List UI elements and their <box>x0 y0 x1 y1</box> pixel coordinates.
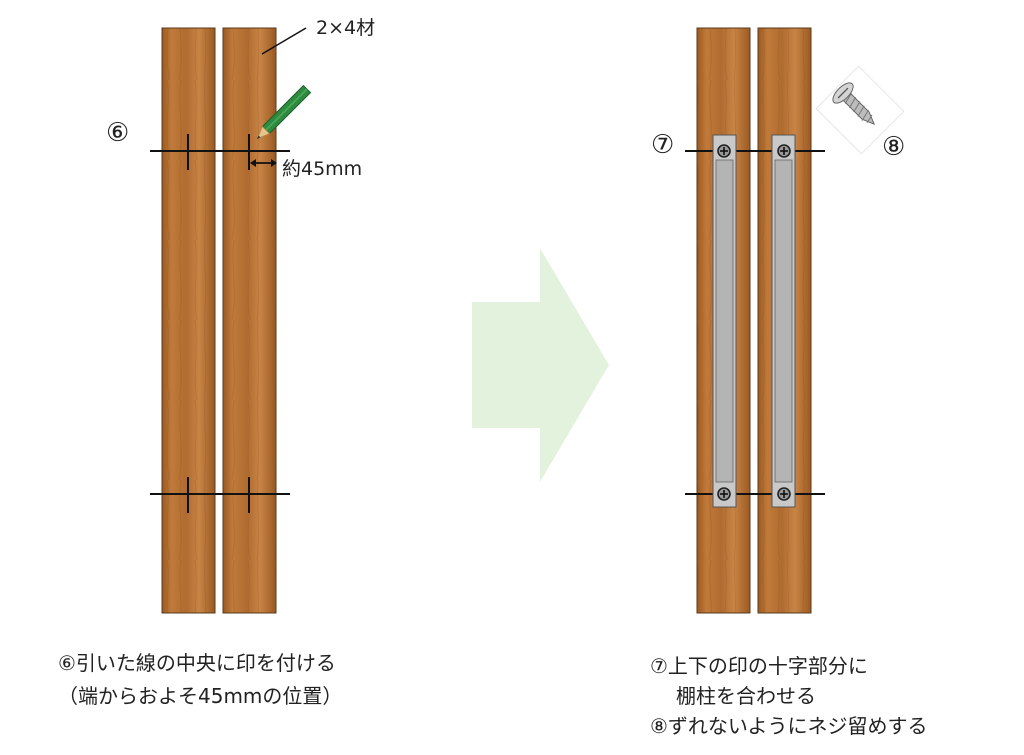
lumber-label: 2×4材 <box>316 17 376 39</box>
step6-caption-line1: ⑥引いた線の中央に印を付ける <box>58 651 336 675</box>
step7-number: ⑦ <box>651 130 675 160</box>
distance-arrow <box>250 159 277 167</box>
screw-heads <box>717 144 791 501</box>
lumber-leader-line <box>261 27 307 55</box>
step6-number: ⑥ <box>106 118 130 148</box>
shelf-rail-left <box>712 134 737 508</box>
step8-caption: ⑧ずれないようにネジ留めする <box>650 714 928 738</box>
step7-caption-line2: 棚柱を合わせる <box>676 684 816 708</box>
step7-caption-line1: ⑦上下の印の十字部分に <box>650 654 868 678</box>
step6-board-left <box>161 27 216 614</box>
pencil-icon <box>256 84 312 140</box>
right-arrow-icon <box>472 248 609 482</box>
step6-board-right <box>222 27 277 614</box>
step6-cross-marks <box>187 134 250 513</box>
step6-caption-line2: （端からおよそ45mmの位置） <box>58 684 343 708</box>
screw-icon <box>815 65 905 155</box>
shelf-rail-right <box>771 134 796 508</box>
step8-number: ⑧ <box>882 132 906 162</box>
distance-label: 約45mm <box>282 158 363 180</box>
step7-marking-lines <box>685 150 825 495</box>
